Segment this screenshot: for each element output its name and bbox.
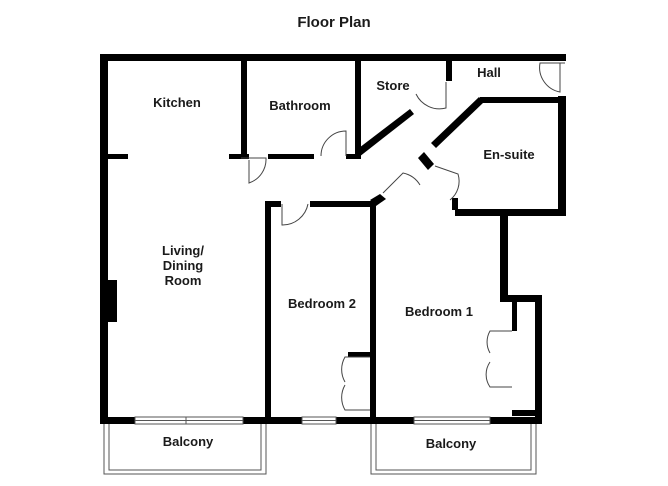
wall-bathroom-bottom-a <box>229 154 249 159</box>
door-closet-bedroom2 <box>341 356 370 411</box>
wall-bedrooms-top <box>310 201 376 207</box>
door-bedroom1 <box>382 172 421 194</box>
wall-left <box>100 54 108 424</box>
wall-living-bedroom2 <box>265 201 271 424</box>
wall-bathroom-store <box>355 61 361 159</box>
label-bedroom1: Bedroom 1 <box>405 304 473 319</box>
wall-bottom-right <box>265 417 540 424</box>
label-bedroom2: Bedroom 2 <box>288 296 356 311</box>
door-living <box>241 157 267 184</box>
plan-title: Floor Plan <box>297 14 371 31</box>
wall-ensuite-bottom <box>455 209 566 216</box>
label-balcony-right: Balcony <box>426 436 477 451</box>
wall-hall-top <box>480 97 566 103</box>
wall-left-window <box>103 280 117 322</box>
wall-right-mid <box>500 209 508 301</box>
wall-right-lower <box>535 295 542 424</box>
wall-right-upper <box>558 96 566 216</box>
door-ensuite <box>434 165 460 201</box>
label-kitchen: Kitchen <box>153 95 201 110</box>
label-hall: Hall <box>477 65 501 80</box>
wall-store-diagonal <box>355 109 414 157</box>
wall-closet-stub <box>348 352 374 357</box>
label-balcony-left: Balcony <box>163 434 214 449</box>
wall-bathroom-bottom-c <box>346 154 361 159</box>
wall-top <box>100 54 566 61</box>
label-living-2: Dining <box>163 258 203 273</box>
balcony-right-outline <box>370 424 537 475</box>
label-living-3: Room <box>165 273 202 288</box>
door-bedroom2 <box>281 203 309 226</box>
label-bathroom: Bathroom <box>269 98 330 113</box>
wall-ensuite-door-stub <box>452 198 458 210</box>
door-hall-entrance <box>539 62 565 93</box>
door-store <box>415 82 447 110</box>
wall-kitchen-stub <box>108 154 128 159</box>
balcony-left-outline <box>103 424 267 475</box>
label-ensuite: En-suite <box>483 147 534 162</box>
label-store: Store <box>376 78 409 93</box>
wall-ensuite-diagonal <box>431 97 484 148</box>
wall-ensuite-stub <box>418 152 434 170</box>
wall-kitchen-bathroom <box>241 61 247 159</box>
wall-store-hall <box>446 61 452 81</box>
door-bathroom <box>320 130 347 157</box>
label-living-1: Living/ <box>162 243 204 258</box>
wall-bathroom-bottom-b <box>268 154 314 159</box>
wall-bedroom2-top-stub <box>265 201 281 207</box>
wall-wardrobe-left <box>512 301 517 331</box>
door-wardrobe-bedroom1 <box>485 330 512 388</box>
wall-bump-top <box>500 295 542 302</box>
wall-wardrobe-bottom <box>512 410 540 416</box>
wall-bedroom2-bedroom1 <box>370 201 376 424</box>
